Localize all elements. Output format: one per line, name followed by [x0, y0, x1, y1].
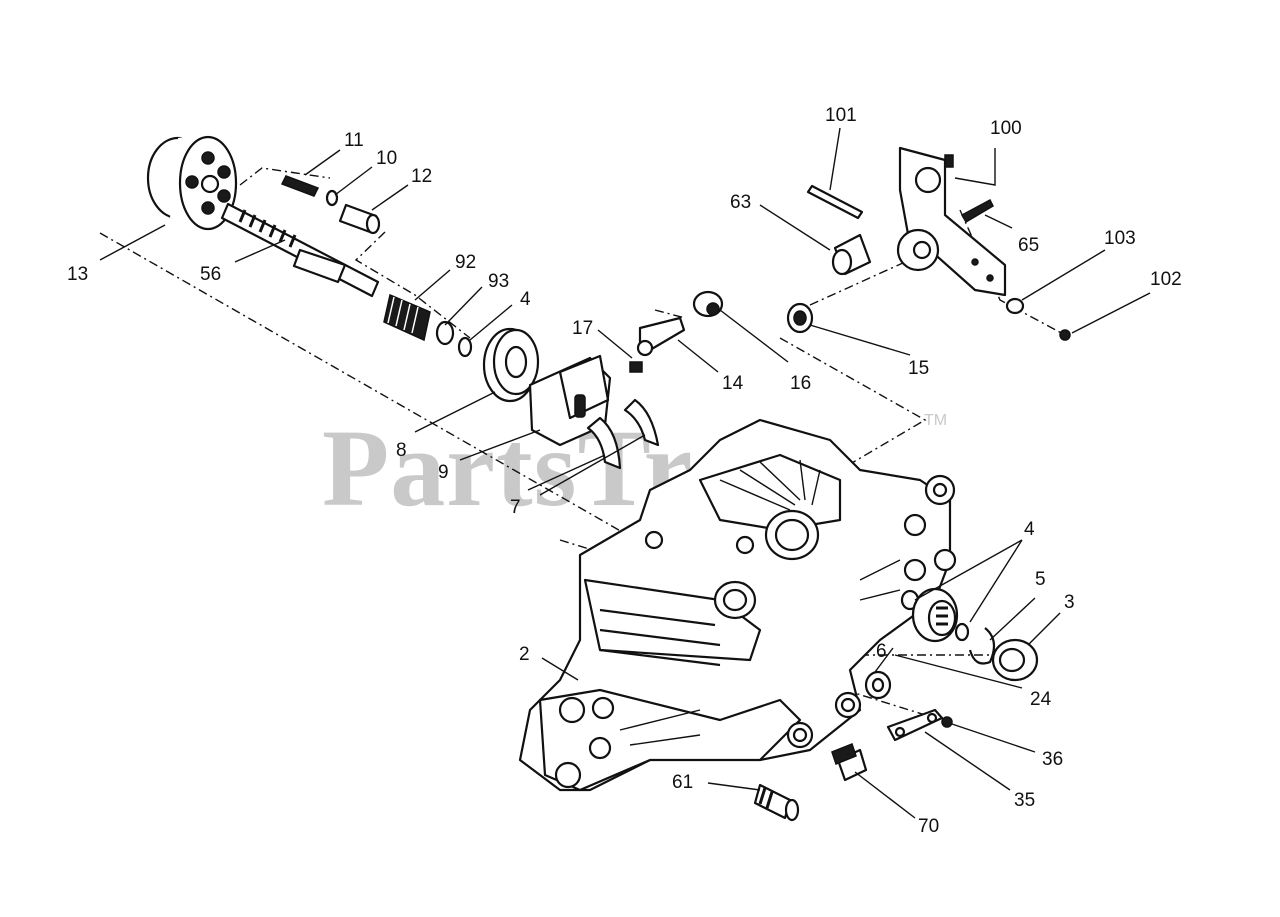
callout-5: 5 — [1035, 569, 1046, 590]
watermark-trademark: TM — [924, 412, 947, 429]
oil-seal-trunnion — [692, 290, 724, 318]
control-bracket — [896, 146, 1007, 297]
oil-seal-shaft — [786, 302, 814, 334]
bushing — [338, 203, 381, 235]
spring-pin — [280, 175, 320, 197]
compression-spring — [383, 293, 431, 342]
retaining-clip — [968, 627, 996, 665]
swashplate — [528, 354, 612, 447]
callout-70: 70 — [918, 816, 939, 837]
bracket-screw — [960, 198, 994, 224]
callout-10: 10 — [376, 148, 397, 169]
callout-63: 63 — [730, 192, 751, 213]
callout-15: 15 — [908, 358, 929, 379]
callout-93: 93 — [488, 271, 509, 292]
transaxle-housing — [518, 418, 957, 792]
callout-9: 9 — [438, 462, 449, 483]
bracket-bushing — [1005, 297, 1025, 315]
snap-ring-lower-right — [954, 622, 970, 642]
callout-35: 35 — [1014, 790, 1035, 811]
mounting-bolt — [806, 184, 864, 220]
callout-3: 3 — [1064, 592, 1075, 613]
bypass-screw — [941, 716, 953, 728]
thrust-washer-lower — [864, 670, 892, 700]
retaining-ring-small — [325, 189, 339, 207]
callout-100: 100 — [990, 118, 1022, 139]
callout-7: 7 — [510, 497, 521, 518]
thrust-bearing — [482, 327, 540, 403]
shaft-bearing — [911, 587, 959, 643]
callout-17: 17 — [572, 318, 593, 339]
lock-nut — [1059, 329, 1071, 341]
callout-16: 16 — [790, 373, 811, 394]
spacer — [831, 233, 872, 276]
callout-12: 12 — [411, 166, 432, 187]
callout-4-upper: 4 — [520, 289, 531, 310]
trunnion-arm — [636, 316, 686, 357]
drain-plug — [831, 743, 868, 782]
callout-leaders — [99, 127, 1151, 819]
pump-cylinder-block — [146, 133, 238, 231]
pump-shaft — [220, 202, 380, 298]
callout-2: 2 — [519, 644, 530, 665]
callout-61: 61 — [672, 772, 693, 793]
callout-8: 8 — [396, 440, 407, 461]
cradle-bearings — [586, 398, 660, 470]
callout-56: 56 — [200, 264, 221, 285]
snap-ring-upper — [457, 336, 473, 358]
callout-4-lower: 4 — [1024, 519, 1035, 540]
callout-6: 6 — [876, 641, 887, 662]
thrust-washer — [435, 320, 455, 346]
callout-24: 24 — [1030, 689, 1052, 710]
callout-101: 101 — [825, 105, 857, 126]
callout-36: 36 — [1042, 749, 1063, 770]
end-cap — [991, 638, 1039, 682]
callout-102: 102 — [1150, 269, 1182, 290]
callout-13: 13 — [67, 264, 88, 285]
hydraulic-fitting — [753, 783, 800, 822]
callout-65: 65 — [1018, 235, 1039, 256]
callout-11: 11 — [344, 130, 364, 151]
callout-92: 92 — [455, 252, 476, 273]
slot-guide — [629, 361, 643, 373]
callout-labels: 11 10 12 13 56 92 93 4 17 14 16 101 100 … — [67, 105, 1182, 837]
callout-14: 14 — [722, 373, 744, 394]
bypass-plate — [886, 708, 944, 742]
callout-103: 103 — [1104, 228, 1136, 249]
